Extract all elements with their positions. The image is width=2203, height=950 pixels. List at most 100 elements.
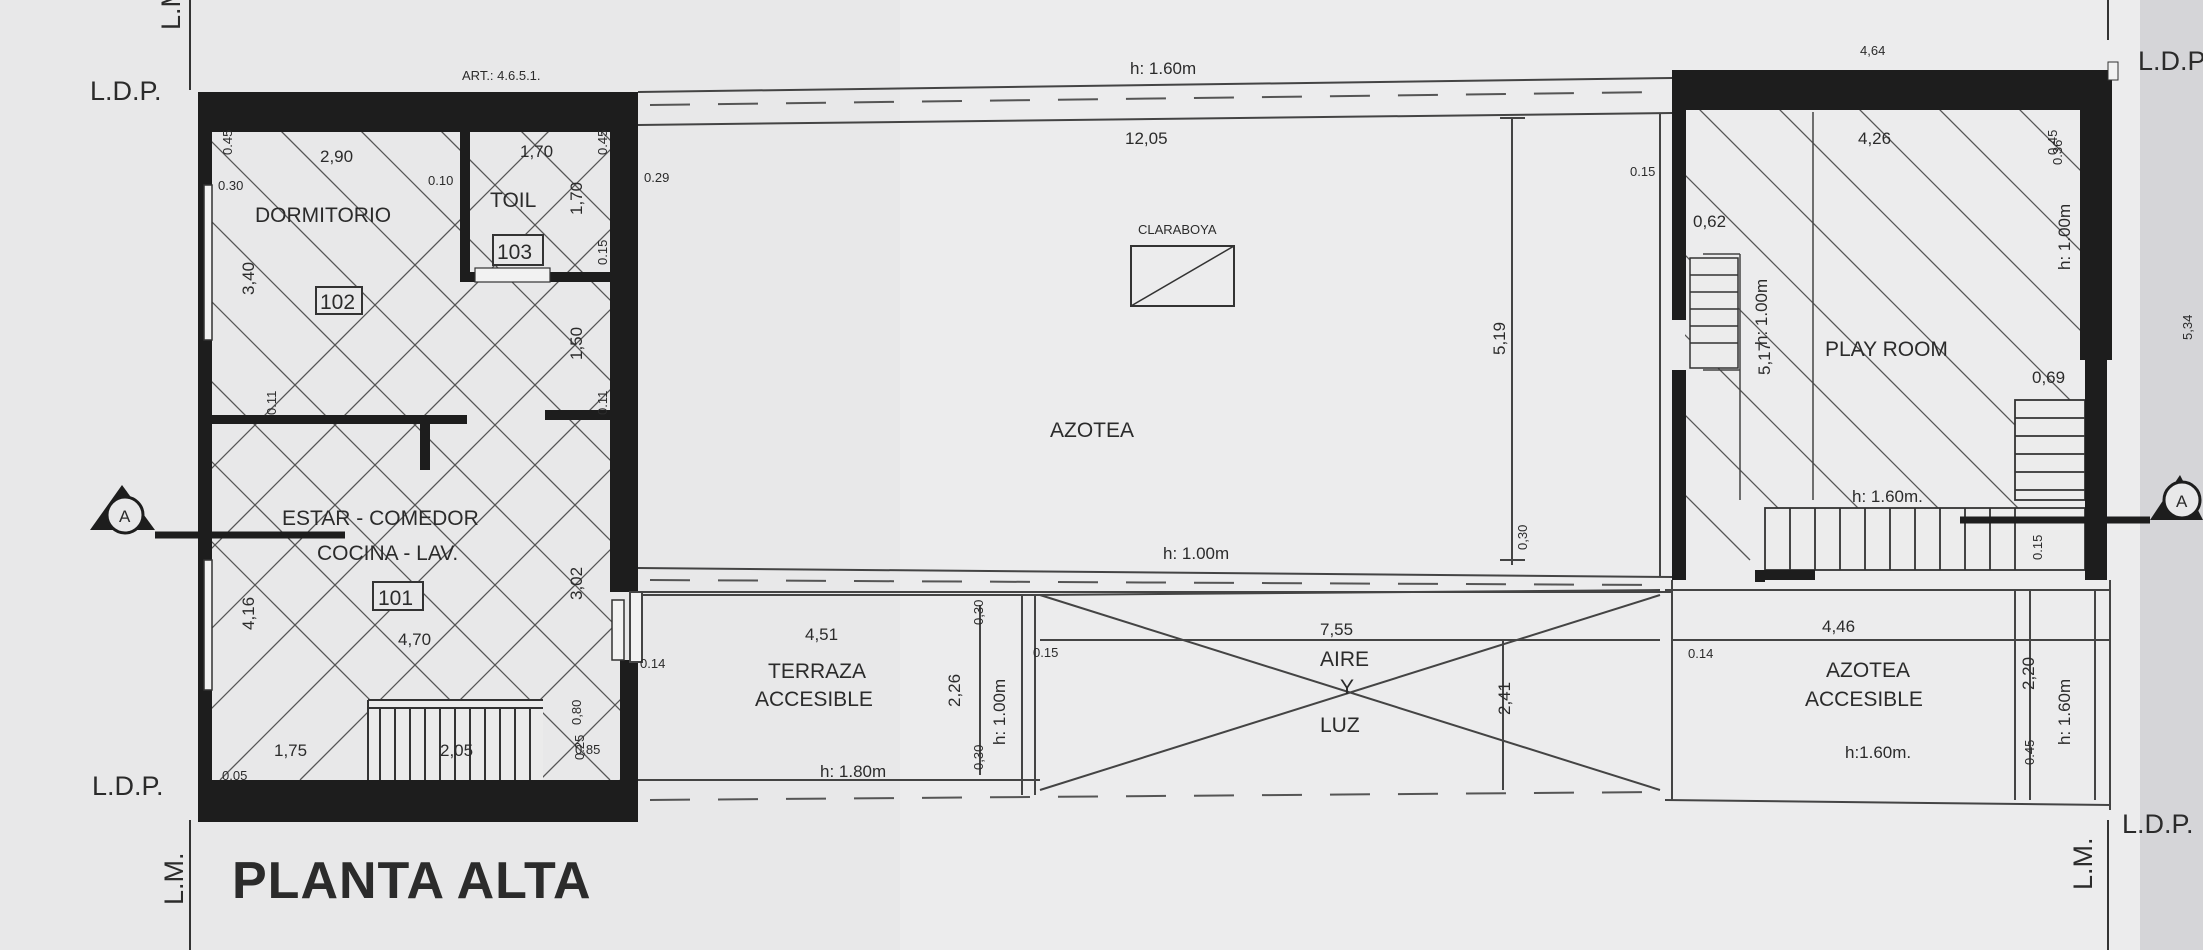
- room-number-103: 103: [497, 241, 532, 264]
- dim-1-70-horizontal: 1,70: [520, 142, 553, 161]
- room-azotea-accesible-line2: ACCESIBLE: [1805, 688, 1923, 711]
- height-playroom-stair: h: 1.60m.: [1852, 487, 1923, 506]
- room-number-box-102: [315, 286, 363, 315]
- dim-0-69: 0,69: [2032, 368, 2065, 387]
- lower-courts: [629, 589, 1661, 795]
- dim-2-41: 2,41: [1495, 682, 1514, 715]
- plan-title: PLANTA ALTA: [232, 852, 592, 910]
- border-labels: L.D.P. L.D.P. L.D.P. L.D.P. L.M. L.M. L.…: [90, 0, 2203, 905]
- room-aire-line2: Y: [1340, 676, 1354, 699]
- dim-4-16: 4,16: [239, 597, 258, 630]
- lm-label-top-left: L.M.: [156, 0, 186, 30]
- dim-0-30-b: 0,30: [971, 745, 986, 770]
- section-marker-right-label: A: [2176, 492, 2188, 511]
- dim-0-30-small: 0.30: [218, 178, 243, 193]
- dim-0-15-c: 0.15: [1033, 645, 1058, 660]
- dim-1-70-vertical: 1,70: [567, 182, 586, 215]
- dim-3-40: 3,40: [239, 262, 258, 295]
- right-window-estar: [611, 599, 625, 661]
- dim-1-50: 1,50: [567, 327, 586, 360]
- dim-0-30-a: 0,30: [971, 600, 986, 625]
- skylight: [1130, 245, 1235, 307]
- playroom-unit: [1664, 61, 2119, 810]
- dim-0-62: 0,62: [1693, 212, 1726, 231]
- section-marker-right: A: [1960, 475, 2203, 524]
- dim-4-70: 4,70: [398, 630, 431, 649]
- room-azotea: AZOTEA: [1050, 419, 1134, 442]
- azotea-accesible-outline: [1664, 580, 2111, 810]
- dim-0-45-c: 0.45: [2045, 130, 2060, 155]
- playroom-column: [2107, 61, 2119, 81]
- room-toil: TOIL: [490, 189, 536, 212]
- height-vertical-terraza: h: 1.00m: [990, 679, 1009, 745]
- room-number-box-103: [492, 234, 544, 266]
- dim-4-64: 4,64: [1860, 43, 1885, 58]
- height-top: h: 1.60m: [1130, 59, 1196, 78]
- room-estar-line1: ESTAR - COMEDOR: [282, 507, 479, 530]
- height-vertical-stair: h: 1.00m: [1752, 279, 1771, 345]
- dim-0-15-d: 0.15: [2030, 535, 2045, 560]
- lm-label-bottom-left: L.M.: [159, 852, 189, 905]
- height-mid: h: 1.00m: [1163, 544, 1229, 563]
- dim-0-15-b: 0.15: [1630, 164, 1655, 179]
- skylight-label: CLARABOYA: [1138, 222, 1217, 237]
- ldp-label-top-left: L.D.P.: [90, 76, 162, 106]
- dimension-labels: 2,90 1,70 1,70 3,40 1,50 3,02 4,16 4,70 …: [218, 43, 2195, 783]
- left-windows: [203, 184, 213, 691]
- dim-4-26: 4,26: [1858, 129, 1891, 148]
- ldp-label-bottom-right: L.D.P.: [2122, 809, 2194, 839]
- height-vertical-right-top: h: 1.00m: [2055, 204, 2074, 270]
- dim-2-20: 2,20: [2019, 657, 2038, 690]
- dim-4-46: 4,46: [1822, 617, 1855, 636]
- playroom-small-stair: [1689, 257, 1739, 369]
- dim-0-14-b: 0.14: [1688, 646, 1713, 661]
- dim-0-15-a: 0.15: [595, 240, 610, 265]
- stair-treads: [367, 699, 543, 780]
- dim-2-26: 2,26: [945, 674, 964, 707]
- left-unit: [198, 92, 638, 822]
- room-number-102: 102: [320, 291, 355, 314]
- section-marker-left-label: A: [119, 507, 131, 526]
- playroom-interior-lines: [1703, 112, 1814, 500]
- paper-fold-right: [900, 0, 2203, 950]
- dim-2-90: 2,90: [320, 147, 353, 166]
- dim-0-11-b: 0.11: [595, 391, 610, 415]
- dim-0-85: 0,85: [575, 742, 600, 757]
- dim-3-02: 3,02: [567, 567, 586, 600]
- lower-dashed-lines: [649, 791, 1661, 801]
- height-labels: h: 1.60m h: 1.00m h: 1.80m h: 1.60m. h:1…: [820, 59, 2074, 781]
- dim-0-30-c: 0,30: [1515, 525, 1530, 550]
- room-aire-line3: LUZ: [1320, 714, 1360, 737]
- room-dormitorio: DORMITORIO: [255, 204, 391, 227]
- height-vertical-right-bottom: h: 1.60m: [2055, 679, 2074, 745]
- dim-12-05: 12,05: [1125, 129, 1168, 148]
- room-number-101: 101: [378, 587, 413, 610]
- paper-edge-shadow: [2140, 0, 2203, 950]
- outer-walls: [198, 92, 638, 822]
- dim-0-45-b: 0.45: [595, 130, 610, 155]
- dim-0-10: 0.10: [428, 173, 453, 188]
- lm-label-bottom-right: L.M.: [2068, 837, 2098, 890]
- dim-2-05: 2,05: [440, 741, 473, 760]
- room-playroom: PLAY ROOM: [1825, 338, 1948, 361]
- ldp-label-bottom-left: L.D.P.: [92, 771, 164, 801]
- dim-0-14-a: 0.14: [640, 656, 665, 671]
- dim-0-05: 0.05: [222, 768, 247, 783]
- dim-4-51: 4,51: [805, 625, 838, 644]
- toil-door-opening: [474, 267, 551, 283]
- dim-0-45-a: 0.45: [220, 130, 235, 155]
- height-terraza: h: 1.80m: [820, 762, 886, 781]
- room-azotea-accesible-line1: AZOTEA: [1826, 659, 1910, 682]
- dim-5-17: 5,17: [1755, 342, 1774, 375]
- room-labels: DORMITORIO 102 TOIL 103 ESTAR - COMEDOR …: [255, 189, 1948, 737]
- playroom-stair: [1764, 399, 2086, 571]
- section-marker-left: A: [90, 485, 345, 539]
- room-number-box-101: [372, 581, 424, 611]
- room-terraza-line2: ACCESIBLE: [755, 688, 873, 711]
- dim-0-80: 0,80: [569, 700, 584, 725]
- dim-0-36: 0.36: [2050, 140, 2065, 165]
- dim-5-34: 5,34: [2180, 315, 2195, 340]
- ldp-label-top-right: L.D.P.: [2138, 46, 2203, 76]
- playroom-walls: [1672, 70, 2112, 582]
